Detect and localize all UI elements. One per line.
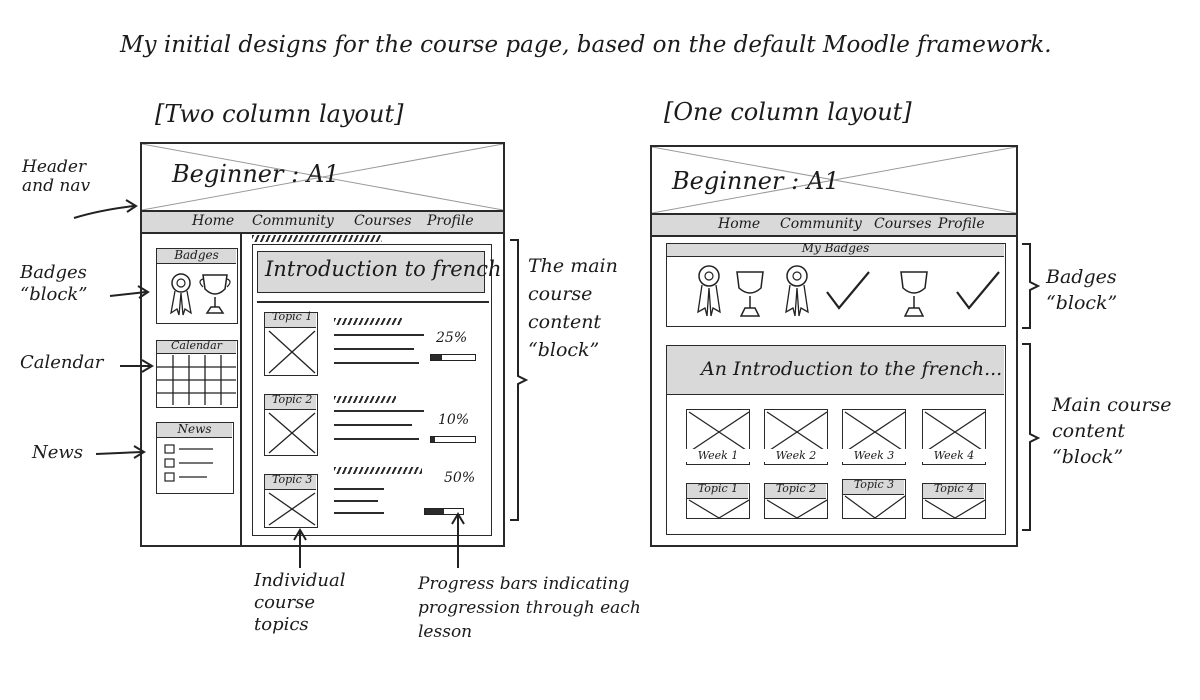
annotation-main-content: The main course content “block” — [528, 255, 618, 361]
right-badge-icons — [697, 265, 1000, 317]
right-header-placeholder-cross — [652, 147, 1016, 213]
badge-icons — [170, 273, 231, 316]
arrow-progress — [451, 512, 465, 568]
right-topic-2-tile[interactable] — [764, 483, 828, 519]
bracket-right-main — [1022, 343, 1041, 531]
badges-label: Badges — [174, 248, 219, 262]
right-topic-4-label: Topic 4 — [933, 482, 975, 495]
arrow-topics — [293, 528, 307, 568]
topic-3-thumbnail[interactable] — [264, 474, 318, 528]
week-3-label: Week 3 — [842, 449, 906, 462]
right-annotation-badges: Badges “block” — [1046, 266, 1118, 314]
news-label: News — [177, 422, 212, 436]
arrow-badges — [109, 285, 150, 299]
one-column-wireframe: Beginner : A1 Home Community Courses Pro… — [650, 145, 1018, 547]
sidebar-divider — [240, 234, 242, 545]
one-column-heading: [One column layout] — [664, 98, 912, 126]
topic-2-thumbnail[interactable] — [264, 394, 318, 456]
week-3-tile[interactable] — [842, 409, 906, 465]
right-nav-home[interactable]: Home — [718, 216, 761, 232]
right-nav-bar: Home Community Courses Profile — [652, 215, 1016, 237]
header-title: Beginner : A1 — [172, 160, 340, 188]
week-2-tile[interactable] — [764, 409, 828, 465]
annotation-badges-block: Badges “block” — [20, 262, 88, 305]
breadcrumb — [252, 235, 382, 242]
bracket-main-left — [510, 239, 529, 521]
week-4-tile[interactable] — [922, 409, 986, 465]
topic-3-percent: 50% — [444, 470, 476, 486]
right-main-content-block: An Introduction to the french... — [666, 345, 1006, 535]
nav-community[interactable]: Community — [252, 213, 334, 229]
calendar-label: Calendar — [171, 339, 222, 352]
week-1-tile[interactable] — [686, 409, 750, 465]
topic-1-title-scribble — [334, 318, 402, 325]
week-2-label: Week 2 — [764, 449, 828, 462]
annotation-progress-bars: Progress bars indicating progression thr… — [418, 574, 641, 642]
right-header-title: Beginner : A1 — [672, 167, 840, 195]
calendar-grid — [157, 355, 236, 405]
topic-1-progress-bar — [430, 354, 476, 361]
right-badges-block: My Badges — [666, 241, 1006, 327]
main-title-bar — [257, 251, 485, 293]
news-list-lines — [164, 444, 213, 482]
topic-1-thumbnail[interactable] — [264, 312, 318, 376]
two-column-wireframe: Beginner : A1 Home Community Courses Pro… — [140, 142, 505, 547]
nav-bar: Home Community Courses Profile — [142, 212, 503, 234]
sketch-title: My initial designs for the course page, … — [120, 32, 1052, 58]
topic-1-percent: 25% — [436, 330, 468, 346]
annotation-header-nav: Header and nav — [22, 157, 91, 196]
right-badges-label: My Badges — [801, 241, 870, 255]
topic-2-title-scribble — [334, 396, 396, 403]
topic-1-progress-fill — [431, 355, 442, 360]
topic-2-percent: 10% — [438, 412, 470, 428]
annotation-course-topics: Individual course topics — [254, 570, 346, 635]
bracket-right-badges — [1022, 243, 1041, 329]
right-topic-3-label: Topic 3 — [853, 478, 895, 491]
calendar-block: Calendar — [156, 339, 238, 408]
right-header-area: Beginner : A1 — [652, 147, 1016, 215]
week-1-label: Week 1 — [686, 449, 750, 462]
topic-1-label: Topic 1 — [272, 310, 313, 323]
topic-3-progress-fill — [425, 509, 444, 514]
main-content-block: Introduction to french — [252, 244, 501, 536]
topic-3-label: Topic 3 — [272, 473, 313, 486]
right-topic-2-label: Topic 2 — [775, 482, 817, 495]
right-main-title: An Introduction to the french... — [701, 358, 1003, 380]
badges-block: Badges — [156, 248, 238, 324]
right-nav-community[interactable]: Community — [780, 216, 862, 232]
topic-3-title-scribble — [334, 467, 422, 474]
main-title: Introduction to french — [265, 257, 502, 281]
header-area: Beginner : A1 — [142, 144, 503, 212]
topic-2-label: Topic 2 — [272, 393, 313, 406]
nav-courses[interactable]: Courses — [354, 213, 412, 229]
right-main-title-bar — [667, 346, 1004, 395]
right-topic-3-tile[interactable] — [842, 479, 906, 519]
right-nav-courses[interactable]: Courses — [874, 216, 932, 232]
news-block: News — [156, 422, 234, 494]
header-placeholder-cross — [142, 144, 503, 210]
nav-profile[interactable]: Profile — [427, 213, 474, 229]
week-4-label: Week 4 — [922, 449, 986, 462]
right-nav-profile[interactable]: Profile — [938, 216, 985, 232]
right-topic-1-label: Topic 1 — [697, 482, 739, 495]
nav-home[interactable]: Home — [192, 213, 235, 229]
arrow-header — [73, 199, 138, 219]
right-annotation-main-content: Main course content “block” — [1052, 394, 1172, 468]
arrow-calendar — [120, 359, 154, 373]
topic-2-progress-bar — [430, 436, 476, 443]
right-topic-4-tile[interactable] — [922, 483, 986, 519]
arrow-news — [95, 445, 146, 459]
two-column-heading: [Two column layout] — [155, 100, 404, 128]
topic-3-progress-bar — [424, 508, 464, 515]
annotation-news: News — [32, 442, 84, 463]
topic-2-progress-fill — [431, 437, 436, 442]
right-topic-1-tile[interactable] — [686, 483, 750, 519]
annotation-calendar: Calendar — [20, 352, 104, 373]
